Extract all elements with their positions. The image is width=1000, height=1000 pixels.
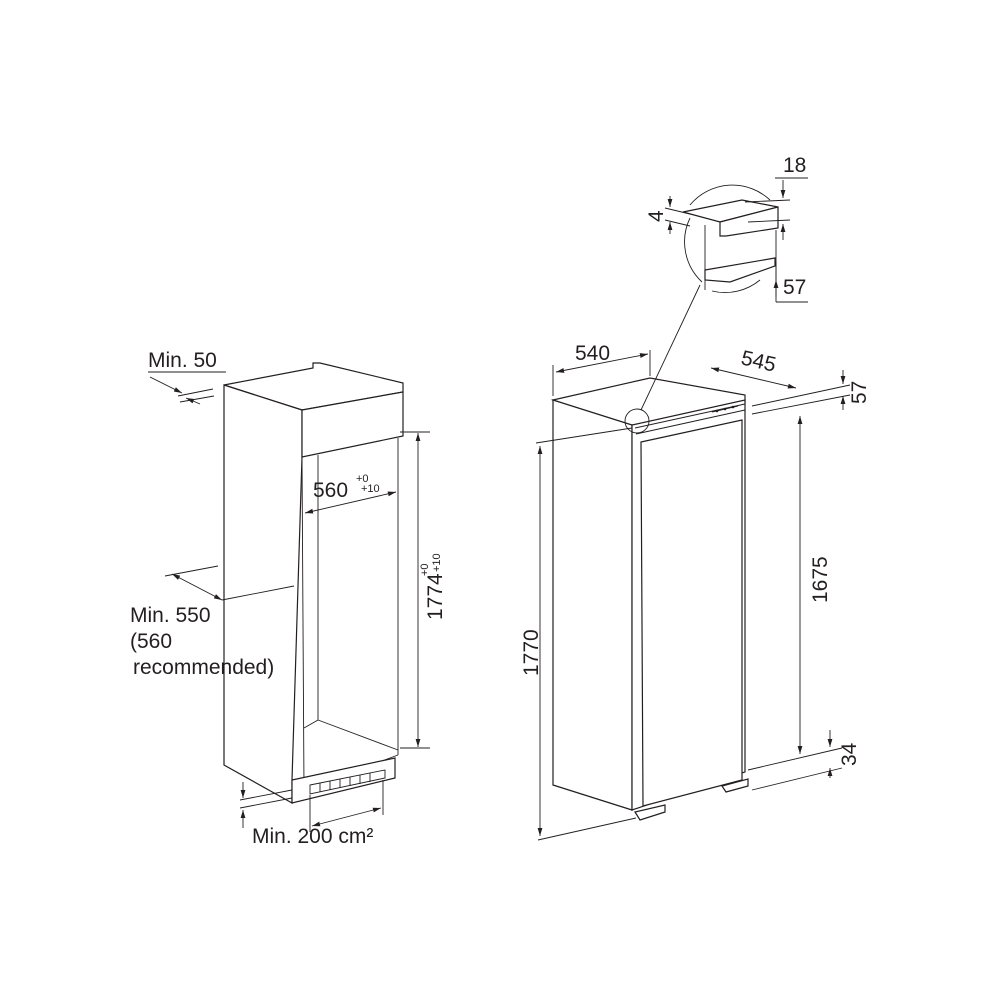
- appliance-side: [552, 399, 633, 811]
- niche-height-label: 1774: [424, 573, 447, 620]
- door-height-label: 1675: [809, 556, 832, 603]
- foot-rear: [721, 778, 749, 793]
- control-buttons-icon: [711, 405, 739, 413]
- niche-width-tol-upper: +0: [356, 473, 369, 485]
- appliance: [550, 284, 749, 821]
- width-540-label: 540: [575, 342, 610, 365]
- niche-height-tol-upper: +0: [419, 563, 431, 576]
- vent-grille-icon: [309, 769, 386, 795]
- depth-label-1: Min. 550: [130, 604, 211, 627]
- detail-57-label: 57: [783, 276, 806, 299]
- top-gap-57-label: 57: [848, 381, 871, 404]
- niche-width-tol-lower: +10: [361, 483, 380, 495]
- detail-marker: [624, 408, 650, 434]
- niche-width-label: 560: [313, 479, 348, 502]
- detail-view: 18 4 57: [645, 154, 808, 303]
- cabinet-side: [223, 384, 303, 805]
- top-clearance-label: Min. 50: [148, 349, 217, 372]
- depth-label-3: recommended): [133, 656, 274, 679]
- height-1770-label: 1770: [520, 629, 543, 676]
- cabinet-top-panel: [301, 391, 404, 458]
- ventilation-label: Min. 200 cm²: [252, 825, 373, 848]
- cabinet-plinth: [291, 757, 396, 804]
- foot-front: [634, 804, 666, 821]
- niche-dimensions: Min. 50 560 +0 +10 1774 +0 +10 Min. 550 …: [130, 349, 447, 848]
- appliance-door: [640, 419, 743, 807]
- appliance-dimensions: 540 545 57 1675 34 1770: [520, 342, 871, 841]
- depth-545-label: 545: [739, 346, 778, 376]
- detail-18-label: 18: [783, 154, 806, 177]
- detail-4-label: 4: [645, 210, 668, 222]
- bottom-gap-34-label: 34: [838, 742, 861, 766]
- depth-label-2: (560: [130, 630, 172, 653]
- niche-cabinet: [223, 362, 404, 805]
- niche-height-tol-lower: +10: [431, 553, 443, 572]
